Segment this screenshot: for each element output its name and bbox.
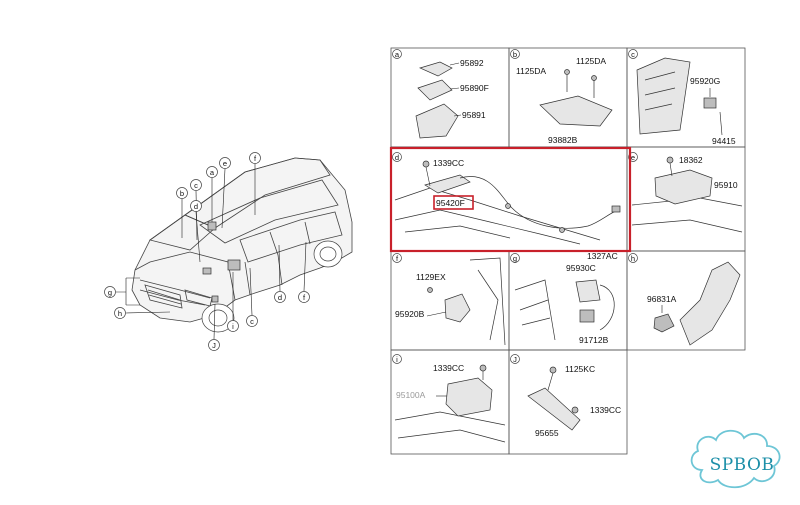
- svg-text:i: i: [232, 322, 234, 331]
- svg-text:93882B: 93882B: [548, 135, 578, 145]
- svg-text:95100A: 95100A: [396, 390, 426, 400]
- panel-i[interactable]: i 1339CC 95100A: [390, 349, 510, 455]
- svg-text:c: c: [194, 181, 198, 190]
- svg-text:SPBOB: SPBOB: [710, 455, 775, 475]
- svg-text:b: b: [513, 50, 517, 59]
- svg-text:91712B: 91712B: [579, 335, 609, 345]
- svg-text:18362: 18362: [679, 155, 703, 165]
- svg-text:96831A: 96831A: [647, 294, 677, 304]
- svg-text:e: e: [223, 159, 227, 168]
- svg-text:95910: 95910: [714, 180, 738, 190]
- callout-d-left[interactable]: d: [190, 200, 202, 263]
- spbob-logo: SPBOB: [690, 429, 781, 489]
- svg-text:95891: 95891: [462, 110, 486, 120]
- callout-f-top[interactable]: f: [249, 152, 261, 216]
- svg-text:d: d: [278, 293, 282, 302]
- svg-text:a: a: [395, 50, 400, 59]
- svg-text:g: g: [513, 254, 517, 263]
- callout-f-bottom[interactable]: f: [298, 241, 310, 303]
- svg-text:94415: 94415: [712, 136, 736, 146]
- callout-d-bottom[interactable]: d: [274, 244, 286, 303]
- svg-text:95655: 95655: [535, 428, 559, 438]
- callout-j[interactable]: J: [208, 303, 220, 351]
- svg-text:1125DA: 1125DA: [576, 56, 606, 66]
- svg-text:1327AC: 1327AC: [587, 251, 618, 261]
- svg-text:c: c: [631, 50, 635, 59]
- svg-text:b: b: [180, 189, 184, 198]
- svg-text:95920G: 95920G: [690, 76, 720, 86]
- callout-e[interactable]: e: [219, 157, 231, 229]
- panel-e[interactable]: e 18362 95910: [626, 146, 746, 252]
- callout-h[interactable]: h: [114, 307, 171, 319]
- svg-text:1129EX: 1129EX: [416, 272, 446, 282]
- svg-text:a: a: [210, 168, 215, 177]
- highlight-frame: [389, 146, 632, 253]
- svg-text:i: i: [396, 355, 398, 364]
- vehicle-callouts: a e f b c d g: [104, 152, 310, 351]
- panel-d[interactable]: d 1339CC 95420F: [390, 146, 628, 252]
- svg-text:J: J: [513, 355, 517, 364]
- panel-g[interactable]: g 1327AC 95930C 91712B: [508, 250, 628, 351]
- svg-text:1125KC: 1125KC: [565, 364, 595, 374]
- svg-text:95890F: 95890F: [460, 83, 489, 93]
- panel-a[interactable]: a 95892 95890F 95891: [390, 47, 510, 148]
- panel-h[interactable]: h 96831A: [626, 250, 746, 351]
- vehicle-illustration: [131, 157, 353, 333]
- svg-text:95892: 95892: [460, 58, 484, 68]
- svg-text:f: f: [254, 154, 257, 163]
- svg-text:1339CC: 1339CC: [433, 158, 464, 168]
- svg-text:1339CC: 1339CC: [590, 405, 621, 415]
- panel-b[interactable]: b 1125DA 1125DA 93882B: [508, 47, 628, 148]
- callout-c-bottom[interactable]: c: [246, 267, 258, 327]
- callout-b[interactable]: b: [176, 187, 188, 239]
- svg-text:d: d: [194, 202, 198, 211]
- svg-text:h: h: [118, 309, 122, 318]
- svg-text:1339CC: 1339CC: [433, 363, 464, 373]
- svg-text:95930C: 95930C: [566, 263, 596, 273]
- callout-a[interactable]: a: [206, 166, 218, 223]
- svg-text:1125DA: 1125DA: [516, 66, 546, 76]
- highlighted-part-box: [433, 195, 474, 210]
- svg-text:e: e: [631, 153, 635, 162]
- svg-text:95920B: 95920B: [395, 309, 425, 319]
- panel-c[interactable]: c 95920G 94415: [626, 47, 746, 148]
- svg-text:f: f: [303, 293, 306, 302]
- svg-text:c: c: [250, 317, 254, 326]
- svg-text:95420F: 95420F: [436, 198, 465, 208]
- svg-text:h: h: [631, 254, 635, 263]
- panel-f[interactable]: f 1129EX 95920B: [390, 250, 510, 351]
- svg-text:d: d: [395, 153, 399, 162]
- svg-text:J: J: [212, 341, 216, 350]
- callout-g[interactable]: g: [104, 277, 141, 306]
- svg-text:f: f: [396, 254, 399, 263]
- panel-j[interactable]: J 1125KC 1339CC 95655: [508, 349, 628, 455]
- callout-i[interactable]: i: [227, 272, 239, 332]
- svg-text:g: g: [108, 288, 112, 297]
